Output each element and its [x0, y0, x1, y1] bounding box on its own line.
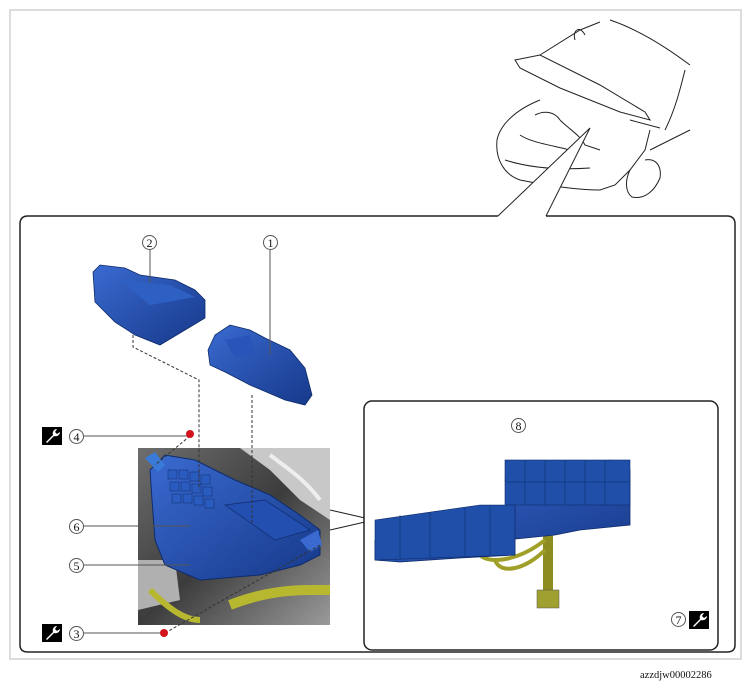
- main-panel: [19, 215, 736, 653]
- detail-inset: [329, 400, 719, 651]
- component-2-cover: [92, 264, 206, 346]
- image-code-caption: azzdjw00002286: [640, 670, 712, 681]
- wrench-icon: [42, 427, 62, 445]
- bolt-3: [160, 629, 168, 637]
- vehicle-overview-drawing: [496, 19, 691, 199]
- installed-fusebox-photo: [138, 448, 330, 625]
- callout-7: 7: [671, 612, 686, 627]
- callout-8: 8: [511, 418, 526, 433]
- figure-frame: [9, 9, 742, 660]
- callout-1: 1: [263, 235, 278, 250]
- callout-5: 5: [69, 558, 84, 573]
- zoom-wedge: [497, 127, 591, 217]
- callout-2: 2: [142, 235, 157, 250]
- callout-6: 6: [69, 519, 84, 534]
- callout-4: 4: [69, 429, 84, 444]
- bolt-4: [186, 430, 194, 438]
- wrench-icon: [689, 611, 709, 629]
- wrench-icon: [42, 624, 62, 642]
- callout-3: 3: [69, 626, 84, 641]
- component-1-cover: [207, 324, 313, 406]
